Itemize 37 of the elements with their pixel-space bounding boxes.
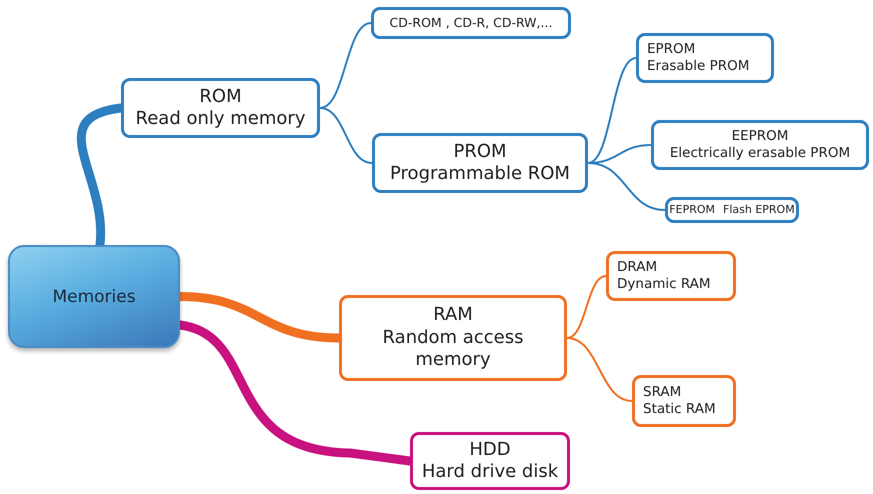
node-description: Hard drive disk xyxy=(422,461,558,484)
node-title: SRAM xyxy=(643,384,682,401)
node-title: ROM xyxy=(199,86,242,108)
node-description: Read only memory xyxy=(136,108,306,130)
topic-box xyxy=(410,432,570,490)
node-title: FEPROM xyxy=(669,203,715,217)
node-description: Programmable ROM xyxy=(390,163,570,186)
topic-box xyxy=(372,133,588,193)
topic-box xyxy=(651,120,869,170)
topic-box xyxy=(371,7,571,39)
node-description: Random access memory xyxy=(382,326,524,372)
node-description: Electrically erasable PROM xyxy=(670,145,850,162)
topic-box xyxy=(121,78,320,138)
connector-line xyxy=(319,107,373,164)
node-description: Static RAM xyxy=(643,401,716,418)
topic-box xyxy=(339,295,567,381)
connector-line xyxy=(587,162,666,211)
topic-box xyxy=(665,197,799,223)
topic-box xyxy=(636,33,774,83)
node-title: CD-ROM , CD-R, CD-RW,... xyxy=(390,15,552,31)
central-topic-box xyxy=(8,245,180,348)
node-title: Memories xyxy=(52,286,136,306)
node-title: RAM xyxy=(433,304,473,327)
topic-box xyxy=(632,375,736,427)
connector-line xyxy=(319,22,372,109)
topic-box xyxy=(606,251,736,301)
node-description: Flash EPROM xyxy=(723,203,795,217)
node-title: HDD xyxy=(469,438,511,461)
node-title: EEPROM xyxy=(732,128,788,145)
node-title: EPROM xyxy=(647,41,696,58)
node-title: DRAM xyxy=(617,259,658,276)
connector-line xyxy=(566,337,633,402)
node-description: Dynamic RAM xyxy=(617,276,711,293)
node-title: PROM xyxy=(453,140,507,163)
node-description: Erasable PROM xyxy=(647,58,750,75)
connector-line xyxy=(587,57,637,164)
connector-line xyxy=(566,275,607,339)
